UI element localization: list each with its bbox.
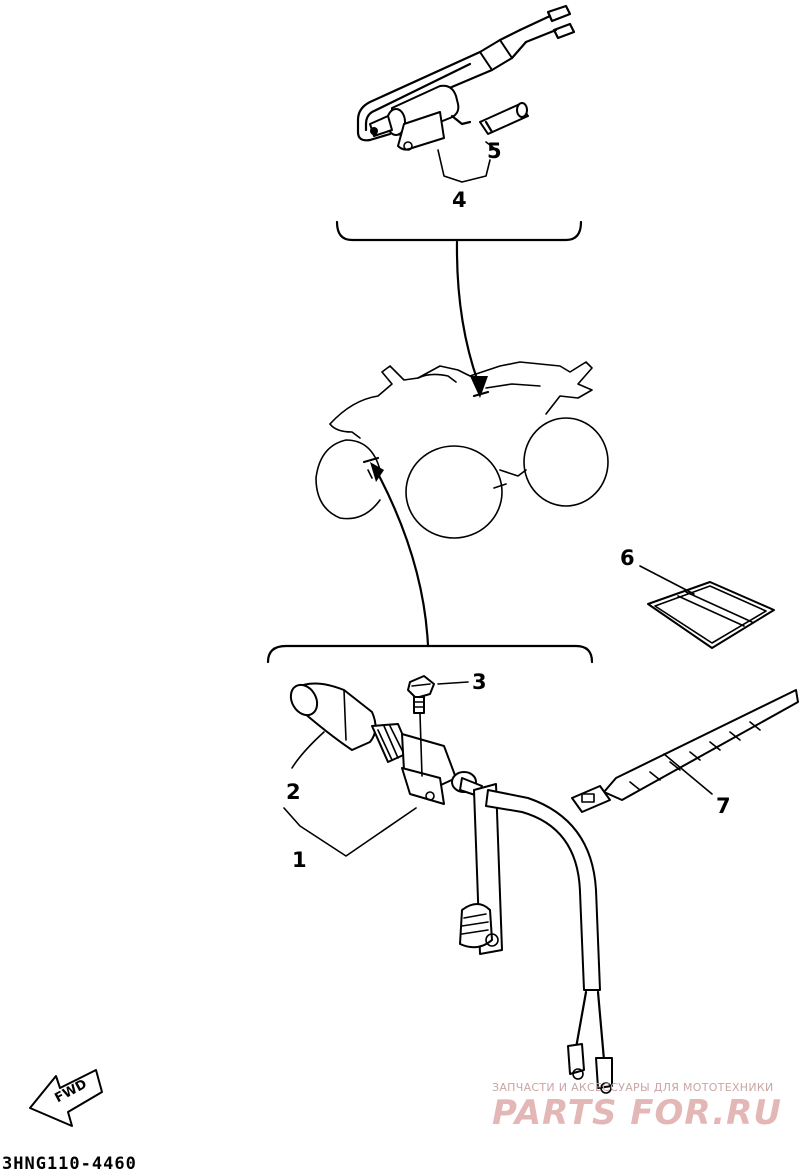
bolt bbox=[407, 675, 435, 714]
leader-3 bbox=[437, 681, 469, 685]
leader-2 bbox=[291, 731, 325, 769]
leader-4 bbox=[437, 149, 491, 183]
leader-1 bbox=[283, 807, 417, 857]
fwd-arrow-icon bbox=[29, 1069, 103, 1127]
detail-bracket-top bbox=[335, 220, 583, 242]
callout-4: 4 bbox=[452, 188, 467, 212]
leader-5 bbox=[485, 141, 495, 149]
leader-6 bbox=[639, 565, 695, 595]
location-arrow-bottom bbox=[374, 468, 430, 648]
callout-7: 7 bbox=[716, 794, 731, 818]
callout-5: 5 bbox=[487, 139, 502, 163]
callout-1: 1 bbox=[292, 848, 307, 872]
handlebar-bracket-cable bbox=[459, 783, 613, 1094]
callout-6: 6 bbox=[620, 546, 635, 570]
main-switch-assembly bbox=[289, 682, 483, 805]
label-sticker bbox=[647, 581, 775, 649]
location-arrow-top bbox=[455, 240, 480, 384]
callout-2: 2 bbox=[286, 780, 301, 804]
leader-7 bbox=[663, 753, 713, 795]
watermark-logo: PARTS FOR.RU bbox=[492, 1093, 782, 1133]
callout-3: 3 bbox=[472, 670, 487, 694]
switch-cable-assembly bbox=[356, 4, 576, 151]
atv-outline bbox=[315, 361, 609, 539]
watermark-tagline: ЗАПЧАСТИ И АКСЕССУАРЫ ДЛЯ МОТОТЕХНИКИ bbox=[492, 1081, 774, 1094]
detail-bracket-bottom bbox=[266, 644, 594, 664]
cable-tie bbox=[571, 689, 799, 813]
diagram-code: 3HNG110-4460 bbox=[2, 1154, 137, 1174]
